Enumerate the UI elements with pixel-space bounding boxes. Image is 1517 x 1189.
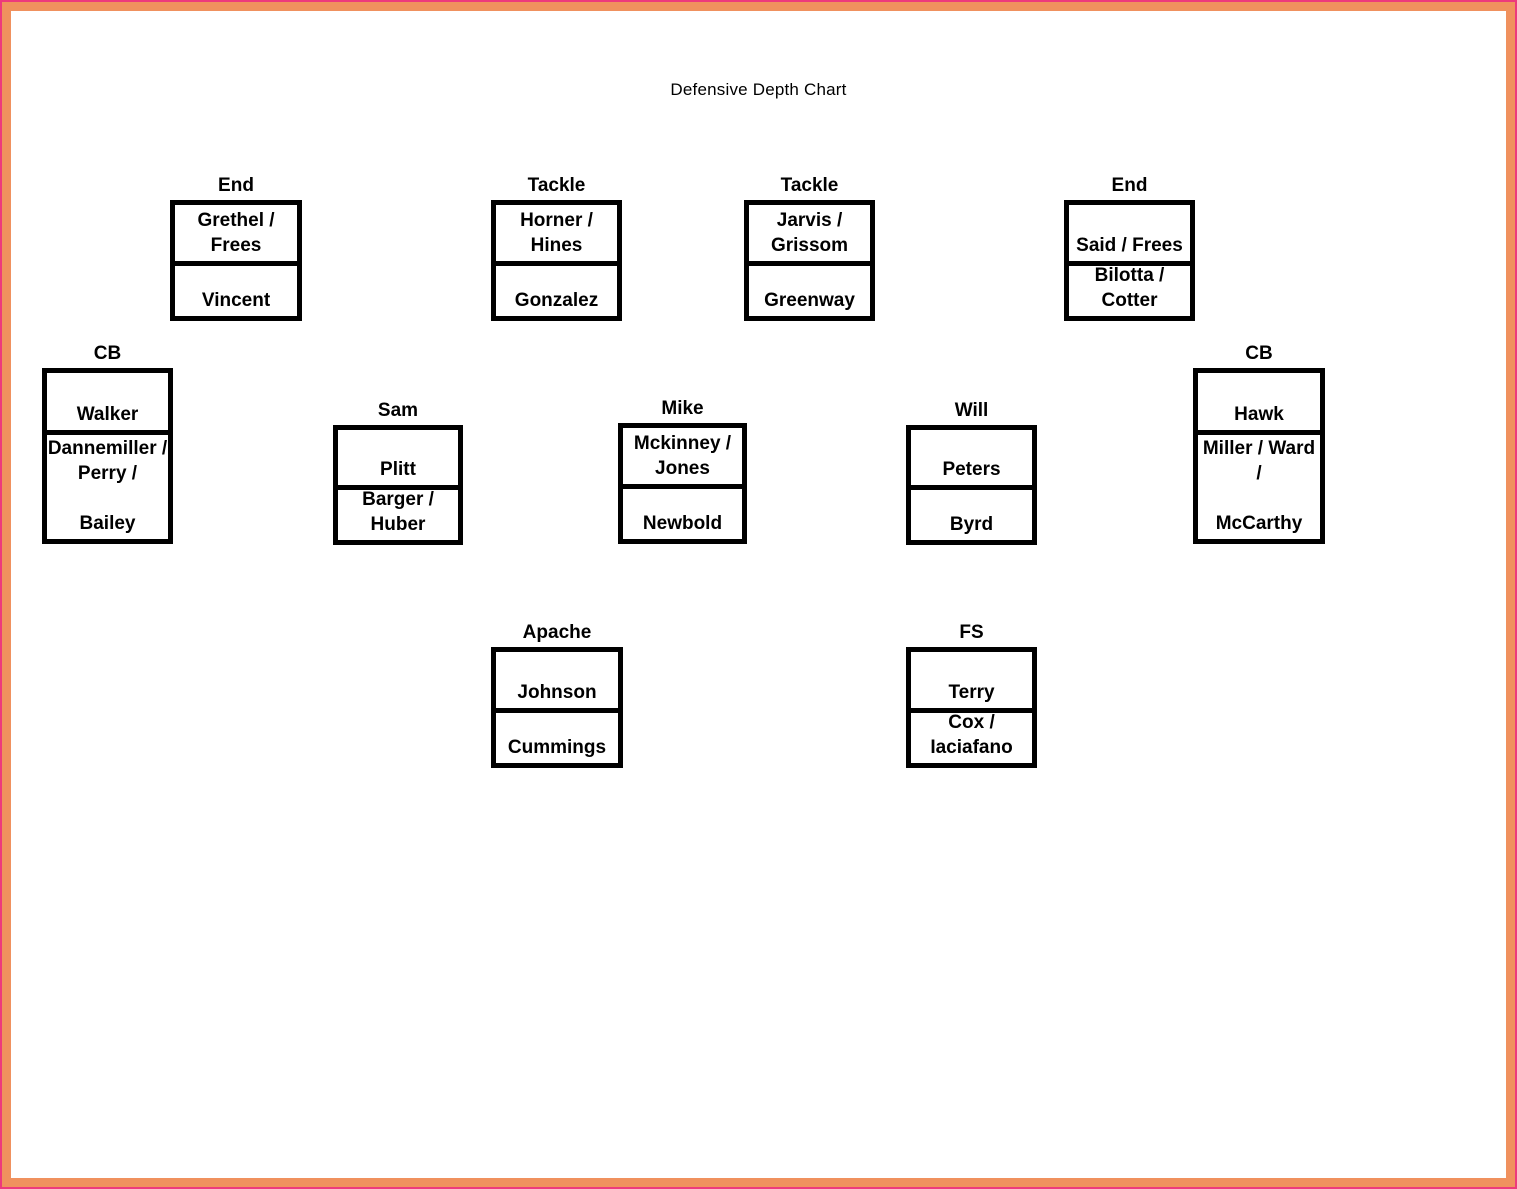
player-name: Cotter — [1101, 290, 1158, 311]
depth-box: Johnson Cummings — [491, 647, 623, 768]
position-label: Mike — [661, 398, 704, 419]
depth-box: Jarvis / Grissom Greenway — [744, 200, 875, 321]
player-name: Terry — [948, 682, 995, 703]
position-label: End — [1111, 175, 1148, 196]
depth-box: Said / Frees Bilotta / Cotter — [1064, 200, 1195, 321]
player-name: Bailey — [79, 513, 136, 534]
player-name: Iaciafano — [930, 737, 1013, 758]
position-apache: Apache Johnson Cummings — [491, 623, 623, 768]
player-name: Huber — [370, 514, 426, 535]
backup-cell: Gonzalez — [496, 261, 617, 316]
starter-cell: Grethel / Frees — [175, 205, 297, 261]
starter-cell: Peters — [911, 430, 1032, 485]
player-name: Perry / — [77, 463, 138, 484]
backup-cell: Dannemiller / Perry / Bailey — [47, 430, 168, 539]
backup-cell: Cummings — [496, 708, 618, 763]
starter-cell: Mckinney / Jones — [623, 428, 742, 484]
position-label: Tackle — [527, 175, 586, 196]
starter-cell: Plitt — [338, 430, 458, 485]
player-name: Gonzalez — [514, 290, 599, 311]
position-label: CB — [93, 343, 122, 364]
starter-cell: Jarvis / Grissom — [749, 205, 870, 261]
position-label: Apache — [522, 622, 592, 643]
starter-cell: Hawk — [1198, 373, 1320, 430]
player-name: Cummings — [507, 737, 607, 758]
page-title: Defensive Depth Chart — [670, 80, 847, 99]
position-will: Will Peters Byrd — [906, 401, 1037, 545]
player-name: Grissom — [770, 235, 849, 256]
player-name: Jarvis / — [776, 210, 843, 231]
position-label: CB — [1245, 343, 1273, 364]
depth-box: Horner / Hines Gonzalez — [491, 200, 622, 321]
backup-cell: Barger / Huber — [338, 485, 458, 540]
player-name: Byrd — [949, 514, 994, 535]
player-name: Johnson — [517, 682, 597, 703]
backup-cell: Byrd — [911, 485, 1032, 540]
position-tackle-right: Tackle Jarvis / Grissom Greenway — [744, 176, 875, 321]
position-label: Sam — [377, 400, 419, 421]
player-name: Vincent — [201, 290, 271, 311]
player-name: Frees — [210, 235, 262, 256]
player-name: Bilotta / — [1094, 265, 1165, 286]
backup-cell: Bilotta / Cotter — [1069, 261, 1190, 316]
player-name: Miller / Ward — [1202, 438, 1316, 459]
player-name: Cox / — [948, 712, 995, 733]
backup-cell: Miller / Ward / McCarthy — [1198, 430, 1320, 539]
player-name: Jones — [655, 458, 710, 479]
backup-cell: Vincent — [175, 261, 297, 316]
player-name: Walker — [76, 404, 139, 425]
depth-box: Walker Dannemiller / Perry / Bailey — [42, 368, 173, 544]
player-name: Hines — [530, 235, 583, 256]
depth-box: Mckinney / Jones Newbold — [618, 423, 747, 544]
position-end-left: End Grethel / Frees Vincent — [170, 176, 302, 321]
starter-cell: Said / Frees — [1069, 205, 1190, 261]
position-sam: Sam Plitt Barger / Huber — [333, 401, 463, 545]
player-name: Hawk — [1234, 404, 1284, 425]
position-tackle-left: Tackle Horner / Hines Gonzalez — [491, 176, 622, 321]
player-name: Horner / — [520, 210, 593, 231]
position-mike: Mike Mckinney / Jones Newbold — [618, 399, 747, 544]
starter-cell: Walker — [47, 373, 168, 430]
player-name: Newbold — [642, 513, 723, 534]
backup-cell: Cox / Iaciafano — [911, 708, 1032, 763]
backup-cell: Newbold — [623, 484, 742, 539]
position-cb-left: CB Walker Dannemiller / Perry / Bailey — [42, 344, 173, 544]
starter-cell: Terry — [911, 652, 1032, 708]
position-label: Will — [954, 400, 989, 421]
position-label: End — [218, 175, 254, 196]
position-label: Tackle — [780, 175, 839, 196]
position-label: FS — [959, 622, 984, 643]
player-name: Mckinney / — [633, 433, 732, 454]
backup-cell: Greenway — [749, 261, 870, 316]
position-end-right: End Said / Frees Bilotta / Cotter — [1064, 176, 1195, 321]
starter-cell: Johnson — [496, 652, 618, 708]
player-name: Plitt — [380, 459, 416, 480]
position-fs: FS Terry Cox / Iaciafano — [906, 623, 1037, 768]
player-name: Peters — [942, 459, 1001, 480]
player-name: Dannemiller / — [47, 438, 168, 459]
depth-box: Grethel / Frees Vincent — [170, 200, 302, 321]
player-name: Greenway — [764, 290, 855, 311]
player-name: Grethel / — [197, 210, 275, 231]
player-name: / — [1256, 463, 1262, 484]
depth-box: Peters Byrd — [906, 425, 1037, 545]
depth-box: Terry Cox / Iaciafano — [906, 647, 1037, 768]
player-name: Barger / — [362, 489, 434, 510]
player-name: Said / Frees — [1076, 235, 1183, 256]
position-cb-right: CB Hawk Miller / Ward / McCarthy — [1193, 344, 1325, 544]
starter-cell: Horner / Hines — [496, 205, 617, 261]
depth-box: Hawk Miller / Ward / McCarthy — [1193, 368, 1325, 544]
player-name: McCarthy — [1215, 513, 1303, 534]
depth-box: Plitt Barger / Huber — [333, 425, 463, 545]
